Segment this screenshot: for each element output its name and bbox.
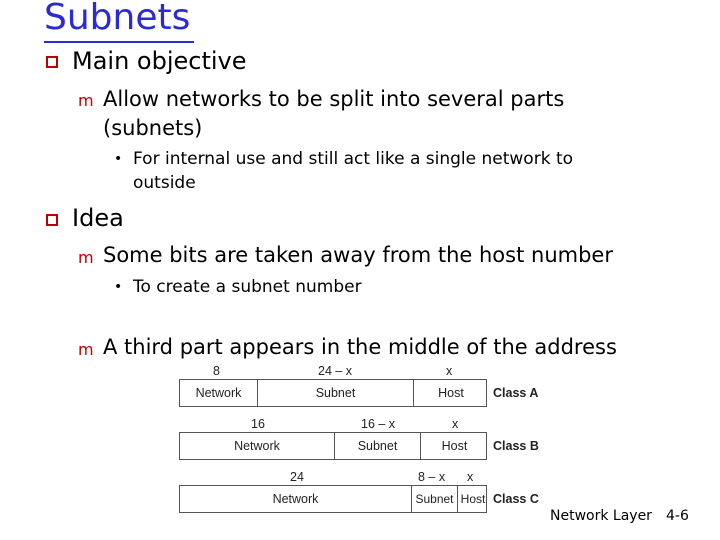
sub-bullet-icon: m: [78, 340, 94, 359]
sub-bullet-icon: m: [78, 248, 94, 267]
class-b-subnet-bits: 16 – x: [361, 417, 396, 431]
bullet-bits-taken: Some bits are taken away from the host n…: [103, 243, 613, 267]
class-a-network-field: Network: [195, 386, 242, 400]
bullet-allow-networks: Allow networks to be split into several …: [103, 87, 565, 111]
sub-bullet-icon: m: [78, 91, 94, 110]
class-c-network-bits: 24: [290, 470, 304, 484]
class-a-host-bits: x: [446, 364, 453, 378]
class-b-address-box: Network Subnet Host: [179, 432, 487, 460]
footer-page-number: 4-6: [666, 508, 689, 524]
title-underline: [44, 41, 194, 43]
class-c-network-field: Network: [272, 492, 319, 506]
square-bullet-icon: [46, 214, 58, 226]
class-b-network-field: Network: [234, 439, 280, 453]
dot-bullet-icon: •: [114, 279, 123, 295]
class-a-subnet-bits: 24 – x: [318, 364, 353, 378]
bullet-internal-use-cont: outside: [133, 173, 196, 193]
class-c-subnet-bits: 8 – x: [418, 470, 446, 484]
class-c-host-bits: x: [467, 470, 474, 484]
bullet-idea: Idea: [72, 204, 124, 232]
class-b-network-bits: 16: [251, 417, 265, 431]
dot-bullet-icon: •: [114, 151, 123, 167]
class-b-host-field: Host: [420, 433, 488, 459]
class-a-host-field: Host: [413, 380, 488, 406]
class-a-network-bits: 8: [213, 364, 220, 378]
class-c-address-box: Network Subnet Host: [179, 485, 487, 513]
class-b-label: Class B: [493, 439, 539, 453]
bullet-allow-networks-cont: (subnets): [103, 116, 203, 140]
slide-title: Subnets: [44, 0, 191, 38]
bullet-third-part: A third part appears in the middle of th…: [103, 335, 617, 359]
class-a-subnet-field: Subnet: [257, 380, 413, 406]
bullet-main-objective: Main objective: [72, 47, 247, 75]
class-c-subnet-field: Subnet: [411, 486, 457, 512]
footer-chapter: Network Layer: [550, 508, 652, 524]
square-bullet-icon: [46, 56, 58, 68]
class-b-host-bits: x: [452, 417, 459, 431]
class-c-host-field: Host: [457, 486, 488, 512]
class-b-subnet-field: Subnet: [334, 433, 420, 459]
class-c-label: Class C: [493, 492, 539, 506]
bullet-internal-use: For internal use and still act like a si…: [133, 149, 574, 169]
class-a-label: Class A: [493, 386, 539, 400]
class-a-address-box: Network Subnet Host: [179, 379, 487, 407]
bullet-subnet-number: To create a subnet number: [133, 277, 362, 297]
